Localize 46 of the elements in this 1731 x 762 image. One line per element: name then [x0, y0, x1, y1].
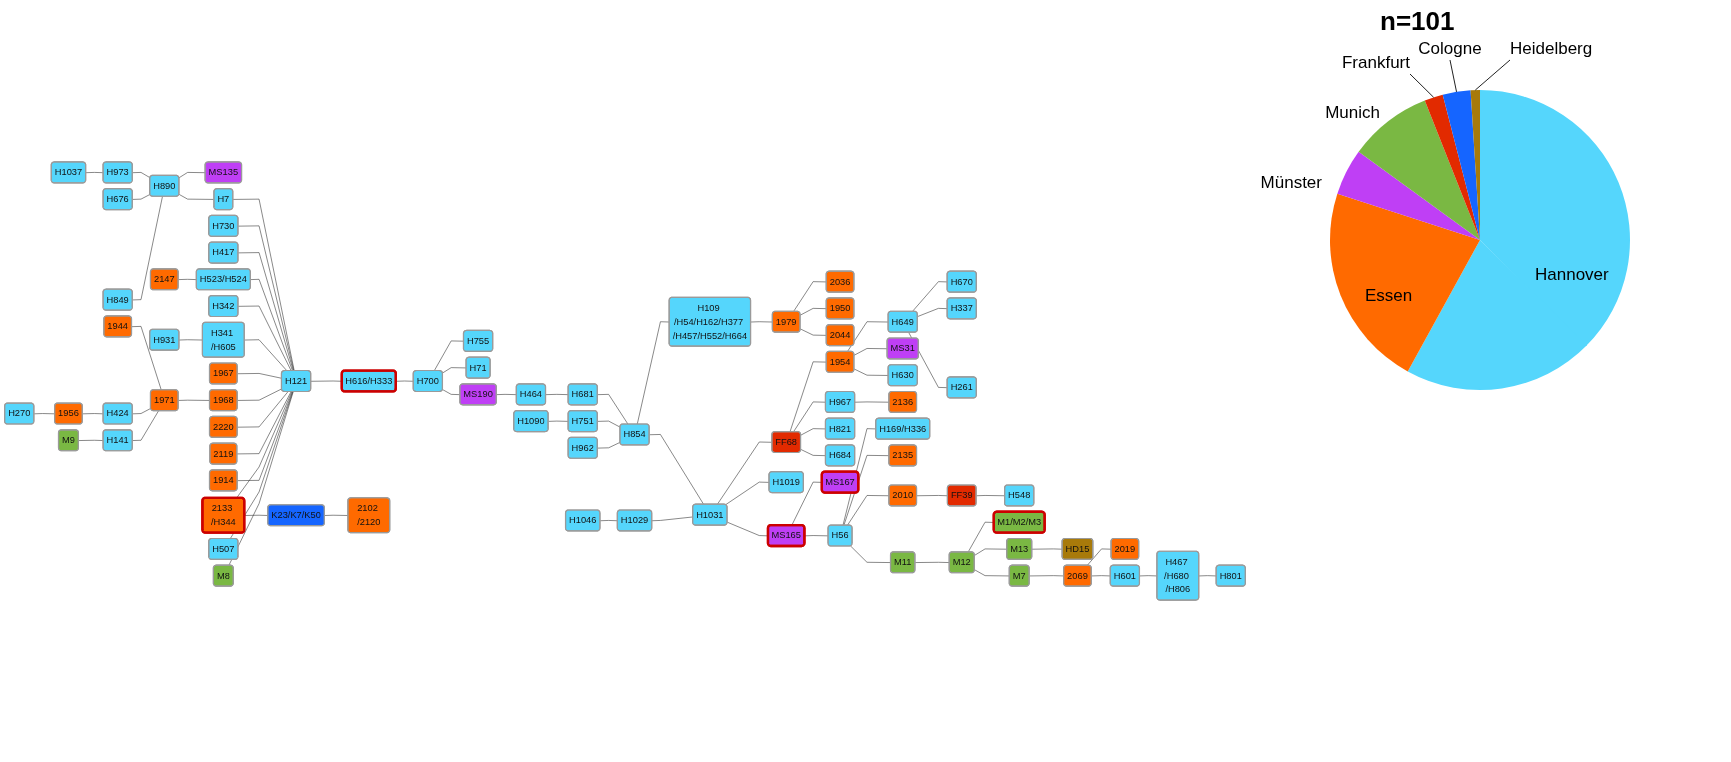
- connector: [237, 391, 289, 428]
- connector: [178, 279, 197, 280]
- connector: [853, 368, 889, 376]
- connector: [178, 172, 206, 179]
- connector: [244, 339, 288, 372]
- connector: [853, 348, 888, 356]
- legend-label: Cologne: [1418, 40, 1482, 58]
- connector: [847, 321, 889, 352]
- legend-label: Essen: [1365, 286, 1413, 305]
- connector: [78, 439, 104, 441]
- connector: [545, 394, 569, 395]
- connector: [250, 279, 293, 372]
- connector: [237, 225, 295, 372]
- connector: [1086, 548, 1112, 566]
- legend-label: Munich: [1325, 103, 1380, 122]
- connector: [131, 326, 162, 391]
- connector: [914, 562, 950, 563]
- connector: [636, 321, 670, 425]
- connector: [496, 394, 517, 395]
- legend-label: Münster: [1260, 173, 1322, 192]
- connector: [132, 172, 151, 179]
- connector: [800, 308, 827, 316]
- legend-label: Hannover: [1535, 265, 1609, 284]
- connector: [228, 391, 294, 566]
- connector: [132, 196, 163, 301]
- legend-label: Frankfurt: [1341, 53, 1410, 72]
- chart-title: n=101: [1380, 6, 1455, 37]
- connector: [237, 388, 283, 401]
- connector: [132, 410, 159, 441]
- connector: [232, 198, 295, 372]
- connector: [236, 391, 292, 455]
- connector: [237, 252, 294, 372]
- connector: [85, 172, 104, 173]
- connector: [917, 308, 948, 317]
- connector: [597, 442, 621, 449]
- connector: [433, 340, 465, 372]
- connector: [793, 281, 827, 312]
- connector: [597, 394, 629, 425]
- connector: [916, 495, 948, 497]
- connector: [649, 434, 704, 505]
- connector: [912, 281, 948, 312]
- connector: [237, 391, 293, 481]
- connector: [599, 520, 618, 522]
- connector: [974, 569, 1010, 577]
- connector: [237, 305, 292, 372]
- legend-label: Heidelberg: [1510, 40, 1593, 58]
